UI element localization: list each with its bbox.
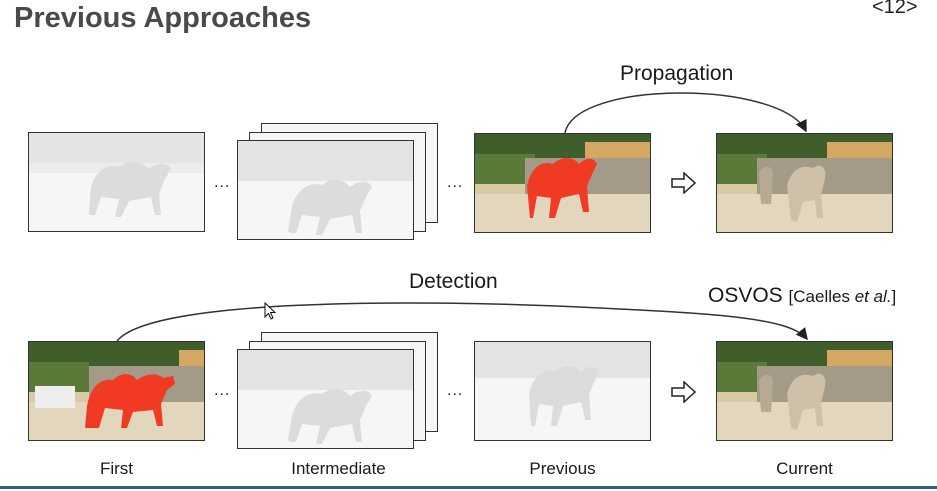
top-intermediate-frame (237, 140, 414, 240)
caption-intermediate: Intermediate (291, 459, 386, 478)
mouse-pointer-icon (264, 302, 277, 320)
slide-title: Previous Approaches (14, 2, 312, 34)
caption-first: First (99, 459, 134, 478)
top-first-frame (28, 132, 205, 232)
bottom-intermediate-frame (237, 349, 414, 449)
bottom-hollow-right-arrow-icon (671, 381, 697, 403)
osvos-citation: [Caelles et al.] (788, 287, 897, 306)
bottom-current-frame (716, 341, 893, 441)
propagation-label: Propagation (620, 62, 734, 85)
caption-previous: Previous (529, 459, 596, 478)
bottom-previous-frame (474, 341, 651, 441)
top-ellipsis-1: ... (214, 174, 231, 191)
osvos-method: OSVOS (708, 284, 783, 307)
top-ellipsis-2: ... (447, 174, 464, 191)
bottom-ellipsis-2: ... (447, 382, 464, 399)
caption-current: Current (776, 459, 833, 478)
osvos-label: OSVOS [Caelles et al.] (708, 284, 896, 308)
bottom-first-frame (28, 341, 205, 441)
slide-number: <12> (872, 0, 918, 18)
top-current-frame (716, 133, 893, 233)
bottom-ellipsis-1: ... (214, 382, 231, 399)
top-previous-frame (474, 133, 651, 233)
detection-label: Detection (409, 270, 498, 293)
bottom-rule (0, 486, 937, 489)
top-hollow-right-arrow-icon (671, 172, 697, 194)
propagation-arc (564, 92, 807, 134)
detection-arc (116, 302, 808, 342)
